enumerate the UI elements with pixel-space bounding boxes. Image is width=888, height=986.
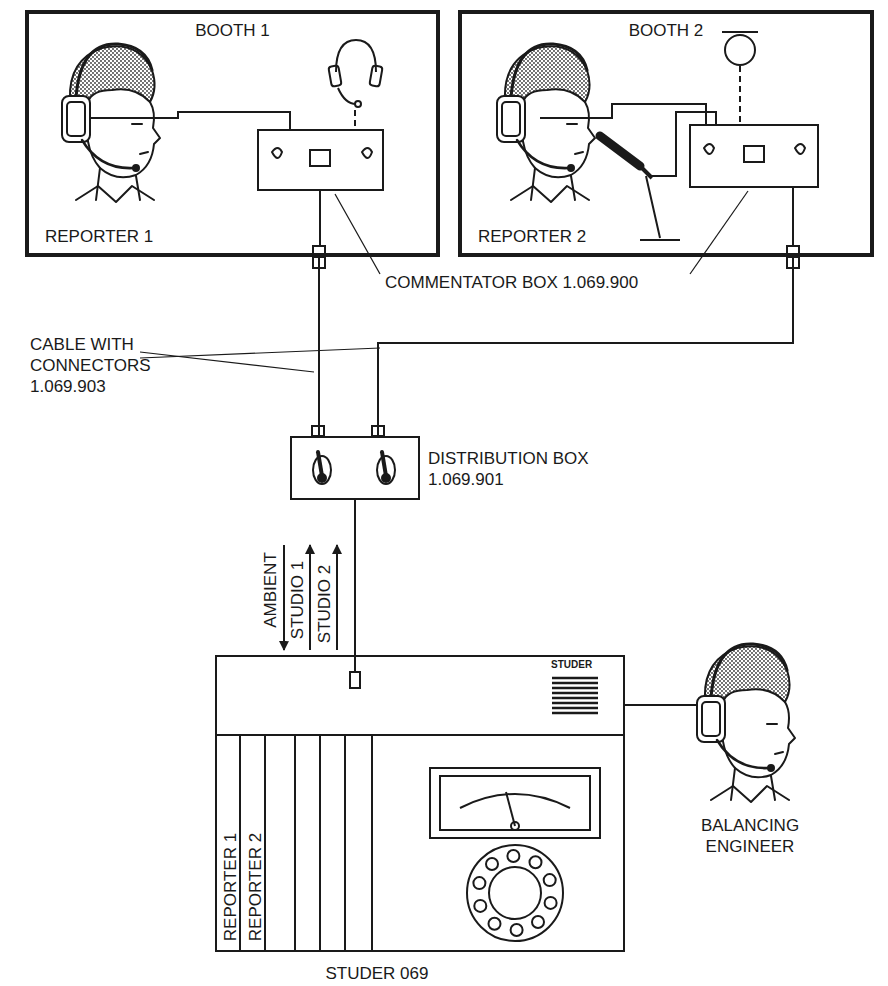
box-display [744, 146, 764, 162]
headset-wire [90, 112, 290, 130]
commentator-box [690, 125, 818, 187]
part-name: COMMENTATOR BOX 1.069.900 [385, 272, 638, 293]
dial [467, 845, 563, 941]
distribution-box: DISTRIBUTION BOX 1.069.901 [290, 436, 420, 500]
leader-line [140, 348, 380, 358]
booth-title: BOOTH 2 [462, 20, 870, 41]
part-name: DISTRIBUTION BOX 1.069.901 [428, 448, 613, 490]
level-meter [430, 768, 600, 838]
leader-line [335, 194, 380, 274]
mic-wire [650, 112, 716, 176]
brand-logo: STUDER [551, 659, 592, 671]
signal-name: AMBIENT [260, 550, 281, 630]
toggle-switch [313, 452, 395, 484]
booth-title: BOOTH 1 [29, 20, 436, 41]
panel-divider [215, 734, 625, 736]
headphones-icon [328, 40, 382, 107]
reporter-figure [62, 44, 160, 202]
console-name: STUDER 069 [307, 963, 447, 984]
cable [378, 257, 793, 436]
leader-line [140, 352, 314, 372]
microphone [600, 136, 680, 240]
channel-label: REPORTER 2 [244, 833, 265, 941]
signal-name: STUDIO 2 [314, 563, 335, 645]
channel-strip [240, 735, 372, 952]
headset-wire [540, 104, 706, 125]
leader-line [690, 191, 748, 274]
commentator-box [258, 130, 383, 190]
box-wire [792, 187, 794, 246]
mixing-console: STUDERREPORTER 1REPORTER 2STUDER 069 [215, 655, 625, 952]
speaker-grille [552, 678, 598, 713]
engineer-figure [697, 644, 795, 802]
reporter-name: REPORTER 1 [45, 226, 153, 247]
signal-name: STUDIO 1 [287, 559, 308, 641]
headphone-wire [739, 66, 741, 125]
cable [354, 500, 356, 672]
headset-icon [722, 32, 758, 65]
channel-label: REPORTER 1 [219, 833, 240, 941]
signal-arrow [283, 545, 285, 650]
part-name: CABLE WITH CONNECTORS 1.069.903 [30, 334, 148, 397]
reporter-figure [497, 44, 595, 202]
signal-arrow [309, 545, 311, 650]
booth: BOOTH 2 REPORTER 2 [458, 10, 874, 257]
reporter-name: REPORTER 2 [478, 226, 586, 247]
signal-arrow [336, 545, 338, 650]
headphone-wire [354, 110, 356, 130]
box-wire [319, 190, 321, 246]
console-socket [350, 672, 360, 688]
cable [318, 257, 320, 436]
box-display [310, 150, 330, 166]
person-role: BALANCING ENGINEER [690, 815, 810, 857]
booth: BOOTH 1 REPORTER 1 [25, 10, 440, 257]
headset-wire [625, 704, 697, 706]
